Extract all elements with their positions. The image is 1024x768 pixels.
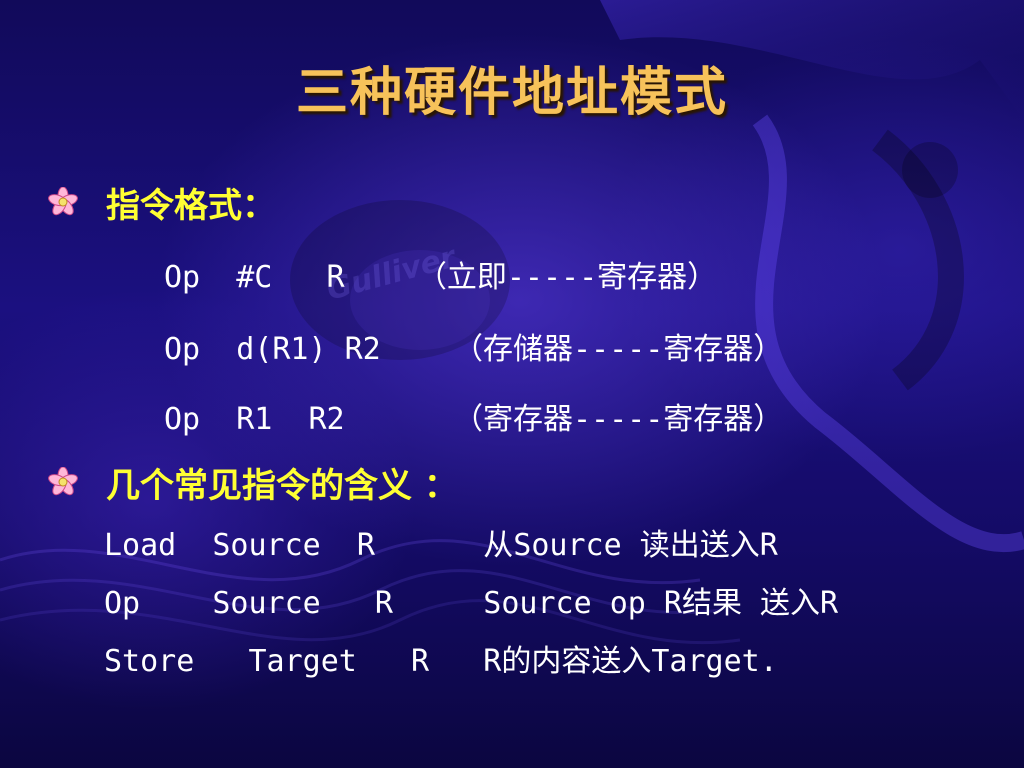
instruction-line-load: Load Source R 从Source 读出送入R [104, 528, 778, 563]
slide-title: 三种硬件地址模式 [295, 63, 728, 123]
section-2-heading: 几个常见指令的含义 ： [106, 465, 458, 506]
instruction-line-op: Op Source R Source op R结果 送入R [104, 586, 839, 621]
flower-bullet-icon [48, 467, 78, 496]
instruction-line-store: Store Target R R的内容送入Target. [104, 644, 778, 679]
flower-bullet-icon [48, 187, 78, 216]
section-1-heading-row: 指令格式： [48, 178, 276, 226]
format-line-3: Op R1 R2 （寄存器-----寄存器） [164, 402, 784, 437]
section-1-heading: 指令格式： [106, 185, 276, 226]
section-2-heading-row: 几个常见指令的含义 ： [48, 458, 458, 506]
format-line-2: Op d(R1) R2 （存储器-----寄存器） [164, 332, 784, 367]
format-line-1: Op #C R （立即-----寄存器） [164, 260, 718, 295]
